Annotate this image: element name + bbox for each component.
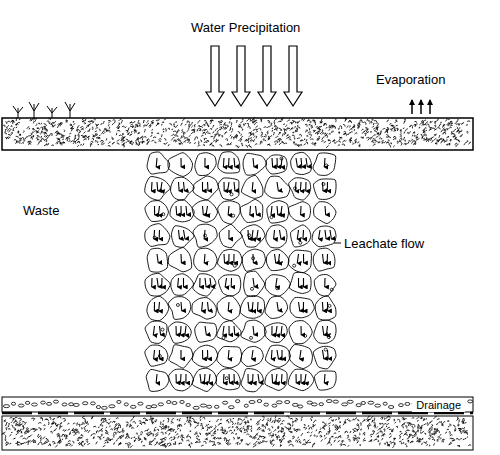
- waste-column: [145, 152, 336, 392]
- cover-soil-layer: [2, 117, 473, 150]
- precipitation-arrows: [206, 46, 302, 106]
- band-label: Drainage: [412, 398, 465, 412]
- precipitation-label: Water Precipitation: [190, 20, 301, 35]
- evaporation-arrows: [412, 100, 430, 114]
- evaporation-label: Evaporation: [375, 72, 446, 87]
- plants: [13, 102, 75, 118]
- drainage-layer: [2, 397, 473, 412]
- leader-line: [334, 243, 341, 244]
- liner: [2, 412, 473, 415]
- leachate-label: Leachate flow: [343, 236, 425, 251]
- base-soil-layer: [2, 416, 473, 450]
- waste-label: Waste: [22, 203, 60, 218]
- drainage-band: Drainage: [2, 397, 473, 412]
